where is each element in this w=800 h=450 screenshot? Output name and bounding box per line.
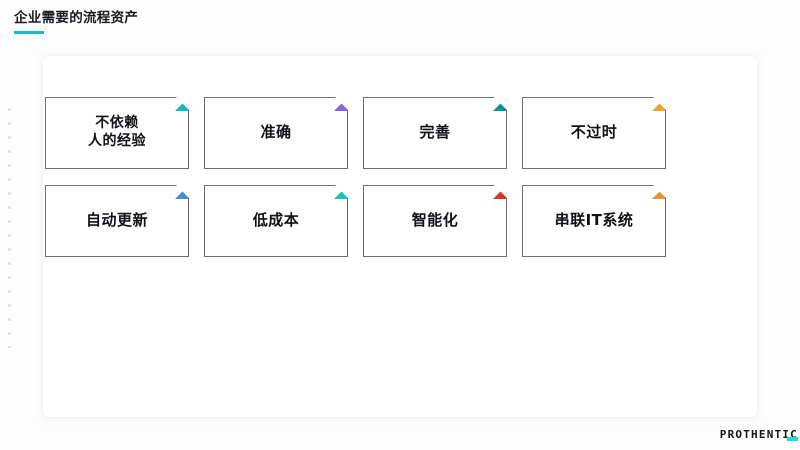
slide-header: 企业需要的流程资产 (14, 10, 139, 35)
title-underline-accent (14, 31, 44, 35)
folded-corner-icon (493, 186, 506, 199)
folded-corner-icon (652, 186, 665, 199)
asset-card[interactable]: 低成本 (204, 185, 348, 257)
folded-corner-icon (175, 186, 188, 199)
folded-corner-icon (334, 98, 347, 111)
asset-card-label: 不依赖 人的经验 (88, 115, 146, 149)
folded-corner-icon (175, 98, 188, 111)
asset-card-label: 完善 (419, 123, 451, 142)
asset-card-label: 准确 (260, 123, 292, 142)
asset-card[interactable]: 完善 (363, 97, 507, 169)
brand-accent-bar (787, 437, 798, 441)
folded-corner-icon (493, 98, 506, 111)
asset-card-label: 不过时 (570, 123, 618, 142)
asset-card-label: 智能化 (411, 211, 459, 230)
folded-corner-icon (334, 186, 347, 199)
asset-card-label: 自动更新 (85, 211, 148, 230)
asset-card[interactable]: 不过时 (522, 97, 666, 169)
left-dotted-rail (8, 108, 11, 348)
asset-card[interactable]: 串联IT系统 (522, 185, 666, 257)
asset-card[interactable]: 不依赖 人的经验 (45, 97, 189, 169)
folded-corner-icon (652, 98, 665, 111)
asset-card[interactable]: 准确 (204, 97, 348, 169)
asset-card-grid: 不依赖 人的经验 准确 完善 不过时自动更新 低成本 智能化 串联IT系统 (45, 97, 667, 257)
asset-card[interactable]: 智能化 (363, 185, 507, 257)
brand-name: PROTHENTIC (719, 428, 798, 441)
asset-card-label: 低成本 (252, 211, 300, 230)
page-title: 企业需要的流程资产 (14, 10, 139, 26)
asset-card-label: 串联IT系统 (554, 211, 634, 230)
brand-logo: PROTHENTIC (720, 428, 800, 441)
asset-card[interactable]: 自动更新 (45, 185, 189, 257)
